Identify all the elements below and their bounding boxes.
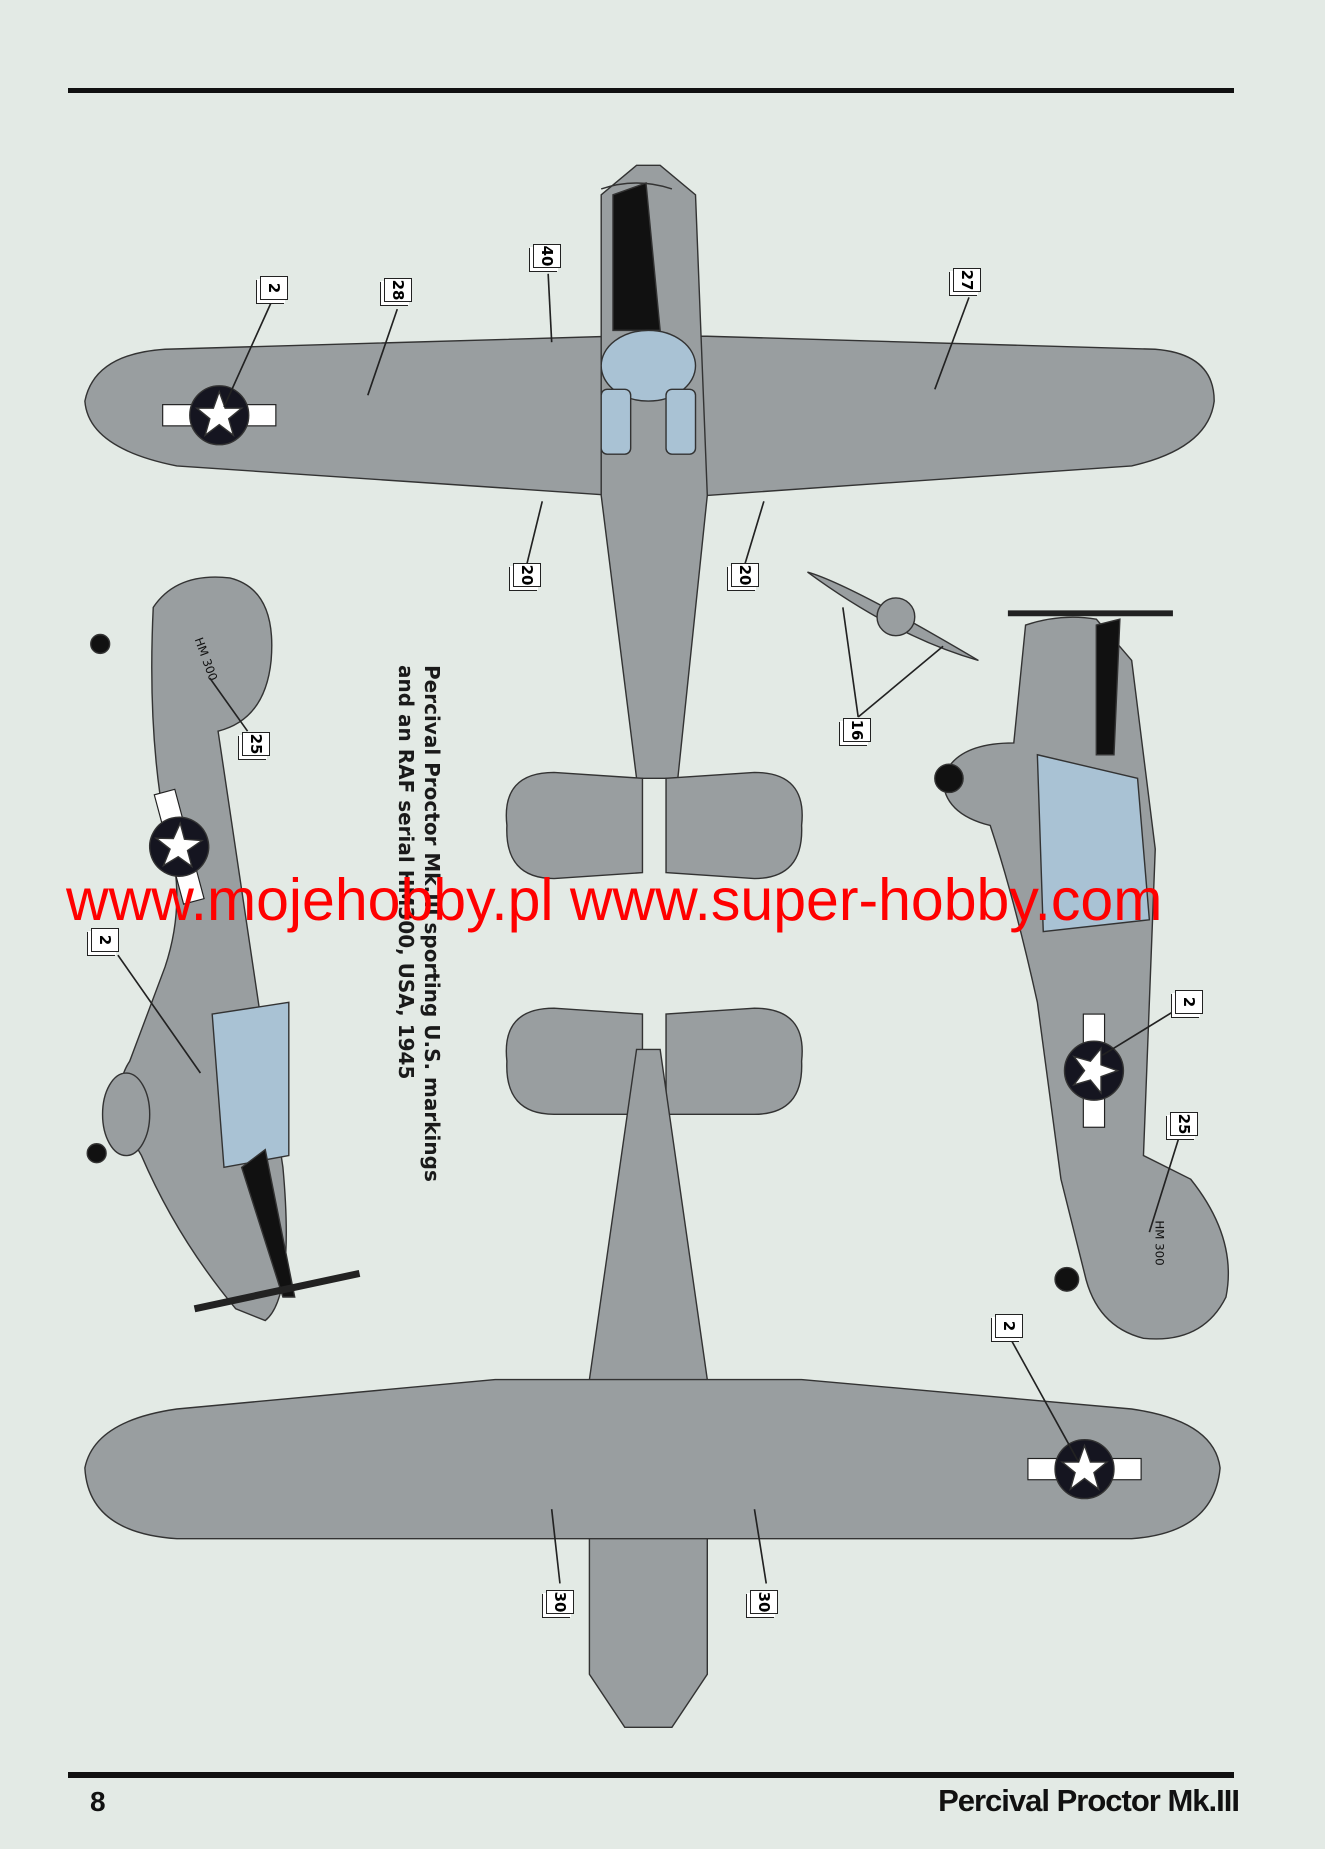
bottom-rule [68, 1772, 1234, 1778]
callout-decal: 27 [953, 268, 981, 292]
callout-decal: 40 [533, 244, 561, 268]
callout-decal: 30 [750, 1590, 778, 1614]
top-rule [68, 88, 1234, 93]
watermark: www.mojehobby.pl www.super-hobby.com [66, 867, 1163, 933]
callout-decal: 25 [1170, 1112, 1198, 1136]
callout-decal: 16 [843, 718, 871, 742]
callout-decal: 2 [1175, 990, 1203, 1014]
callout-leader-lines [117, 273, 1180, 1584]
callout-decal: 20 [513, 563, 541, 587]
callout-decal: 20 [731, 563, 759, 587]
footer-title: Percival Proctor Mk.III [938, 1783, 1240, 1818]
callout-decal: 30 [546, 1590, 574, 1614]
left-side-view-aircraft: HM 300 [86, 576, 361, 1322]
callout-decal: 28 [384, 278, 412, 302]
callout-decal: 25 [242, 732, 270, 756]
right-side-view-aircraft: HM 300 [934, 610, 1229, 1340]
callout-decal: 2 [260, 276, 288, 300]
page-number: 8 [90, 1786, 106, 1817]
top-view-aircraft [84, 164, 1215, 880]
callout-decal: 2 [995, 1314, 1023, 1338]
propeller-drawing [807, 571, 979, 662]
right-serial-marking: HM 300 [1152, 1220, 1166, 1265]
bottom-view-aircraft [84, 1007, 1221, 1728]
